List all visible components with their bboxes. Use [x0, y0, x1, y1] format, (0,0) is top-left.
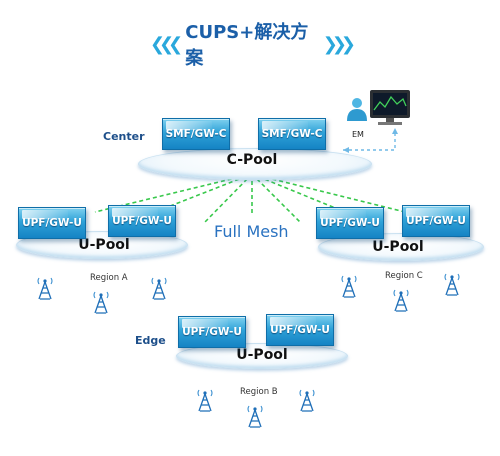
box-label: UPF/GW-U: [112, 215, 172, 227]
right-u-pool-platform: [318, 233, 484, 261]
arrow-up-icon: [392, 128, 398, 134]
em-link: [343, 133, 396, 151]
upf-gw-u-box: UPF/GW-U: [402, 205, 470, 237]
smf-gw-c-box: SMF/GW-C: [258, 118, 326, 150]
smf-gw-c-box: SMF/GW-C: [162, 118, 230, 150]
region-c-label: Region C: [385, 271, 423, 281]
antenna-tower-icon: [151, 277, 167, 300]
antenna-tower-icon: [247, 405, 263, 428]
upf-gw-u-box: UPF/GW-U: [18, 207, 86, 239]
mesh-line: [204, 173, 253, 223]
diagram-title: ❮❮❮ CUPS+解决方案 ❯❯❯: [150, 22, 356, 69]
mesh-line: [251, 173, 406, 213]
box-label: UPF/GW-U: [22, 217, 82, 229]
antenna-tower-icon: [299, 389, 315, 412]
edge-u-pool-label: U-Pool: [236, 347, 288, 363]
left-u-pool-label: U-Pool: [78, 237, 130, 253]
center-label: Center: [103, 130, 145, 143]
antenna-tower-icon: [37, 277, 53, 300]
upf-gw-u-box: UPF/GW-U: [108, 205, 176, 237]
full-mesh-label: Full Mesh: [214, 222, 289, 241]
antenna-tower-icon: [197, 389, 213, 412]
antenna-tower-icon: [444, 273, 460, 296]
box-label: UPF/GW-U: [270, 324, 330, 336]
edge-label: Edge: [135, 334, 166, 347]
box-label: SMF/GW-C: [261, 128, 323, 140]
box-label: SMF/GW-C: [165, 128, 227, 140]
antenna-tower-icon: [341, 275, 357, 298]
box-label: UPF/GW-U: [182, 326, 242, 338]
antenna-tower-icon: [93, 291, 109, 314]
box-label: UPF/GW-U: [320, 217, 380, 229]
title-text: CUPS+解决方案: [185, 22, 309, 69]
user-icon: [347, 98, 367, 121]
upf-gw-u-box: UPF/GW-U: [316, 207, 384, 239]
right-u-pool-label: U-Pool: [372, 239, 424, 255]
upf-gw-u-box: UPF/GW-U: [266, 314, 334, 346]
monitor-icon: [370, 90, 410, 125]
region-a-label: Region A: [90, 273, 128, 283]
box-label: UPF/GW-U: [406, 215, 466, 227]
chevron-right-icon: ❯❯❯: [322, 33, 356, 55]
mesh-line: [251, 173, 346, 213]
antenna-tower-icon: [393, 289, 409, 312]
em-line: [343, 133, 396, 151]
mesh-line: [251, 173, 301, 223]
em-label: EM: [352, 130, 364, 139]
arrow-left-icon: [343, 147, 349, 153]
upf-gw-u-box: UPF/GW-U: [178, 316, 246, 348]
region-b-label: Region B: [240, 387, 278, 397]
chevron-left-icon: ❮❮❮: [150, 33, 183, 55]
c-pool-platform: [138, 148, 372, 180]
c-pool-label: C-Pool: [226, 152, 278, 168]
